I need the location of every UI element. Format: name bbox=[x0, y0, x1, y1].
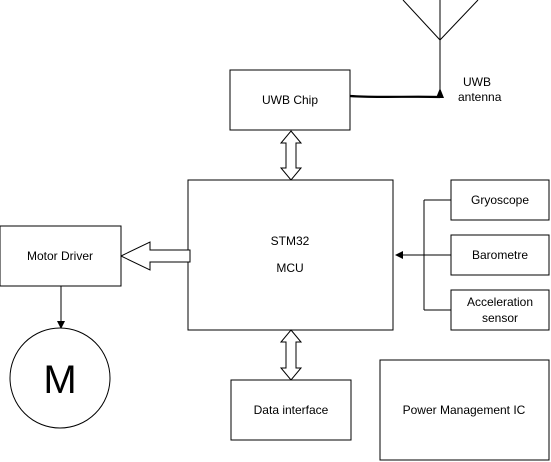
barometre-label: Barometre bbox=[472, 248, 528, 262]
data-interface-block: Data interface bbox=[230, 379, 352, 441]
mcu-block: STM32 MCU bbox=[187, 179, 394, 331]
uwb-mcu-double-arrow bbox=[279, 130, 303, 181]
uwb-antenna-connection bbox=[349, 94, 441, 99]
mcu-data-interface-double-arrow bbox=[279, 329, 303, 381]
acceleration-label-line2: sensor bbox=[482, 311, 518, 325]
antenna-icon bbox=[402, 0, 479, 98]
mcu-motor-driver-arrow bbox=[119, 241, 191, 271]
motor-driver-label: Motor Driver bbox=[27, 249, 93, 263]
mcu-label-line1: STM32 bbox=[271, 234, 310, 248]
data-interface-label: Data interface bbox=[254, 403, 329, 417]
uwb-chip-block: UWB Chip bbox=[229, 69, 351, 131]
acceleration-sensor-block: Acceleration sensor bbox=[450, 289, 550, 331]
power-management-label: Power Management IC bbox=[403, 403, 526, 417]
gyroscope-block: Gryoscope bbox=[450, 179, 550, 221]
uwb-antenna-label-line2: antenna bbox=[458, 90, 502, 104]
motor-driver-block: Motor Driver bbox=[0, 225, 122, 287]
motor-label: M bbox=[43, 358, 76, 402]
barometre-block: Barometre bbox=[450, 234, 550, 276]
uwb-antenna-label-line1: UWB bbox=[463, 75, 491, 89]
sensor-bus bbox=[395, 199, 451, 311]
gyroscope-label: Gryoscope bbox=[471, 193, 529, 207]
uwb-chip-label: UWB Chip bbox=[262, 93, 318, 107]
mcu-label-line2: MCU bbox=[276, 261, 303, 275]
motor-icon: M bbox=[9, 327, 111, 429]
power-management-block: Power Management IC bbox=[379, 359, 550, 461]
acceleration-label-line1: Acceleration bbox=[467, 295, 533, 309]
